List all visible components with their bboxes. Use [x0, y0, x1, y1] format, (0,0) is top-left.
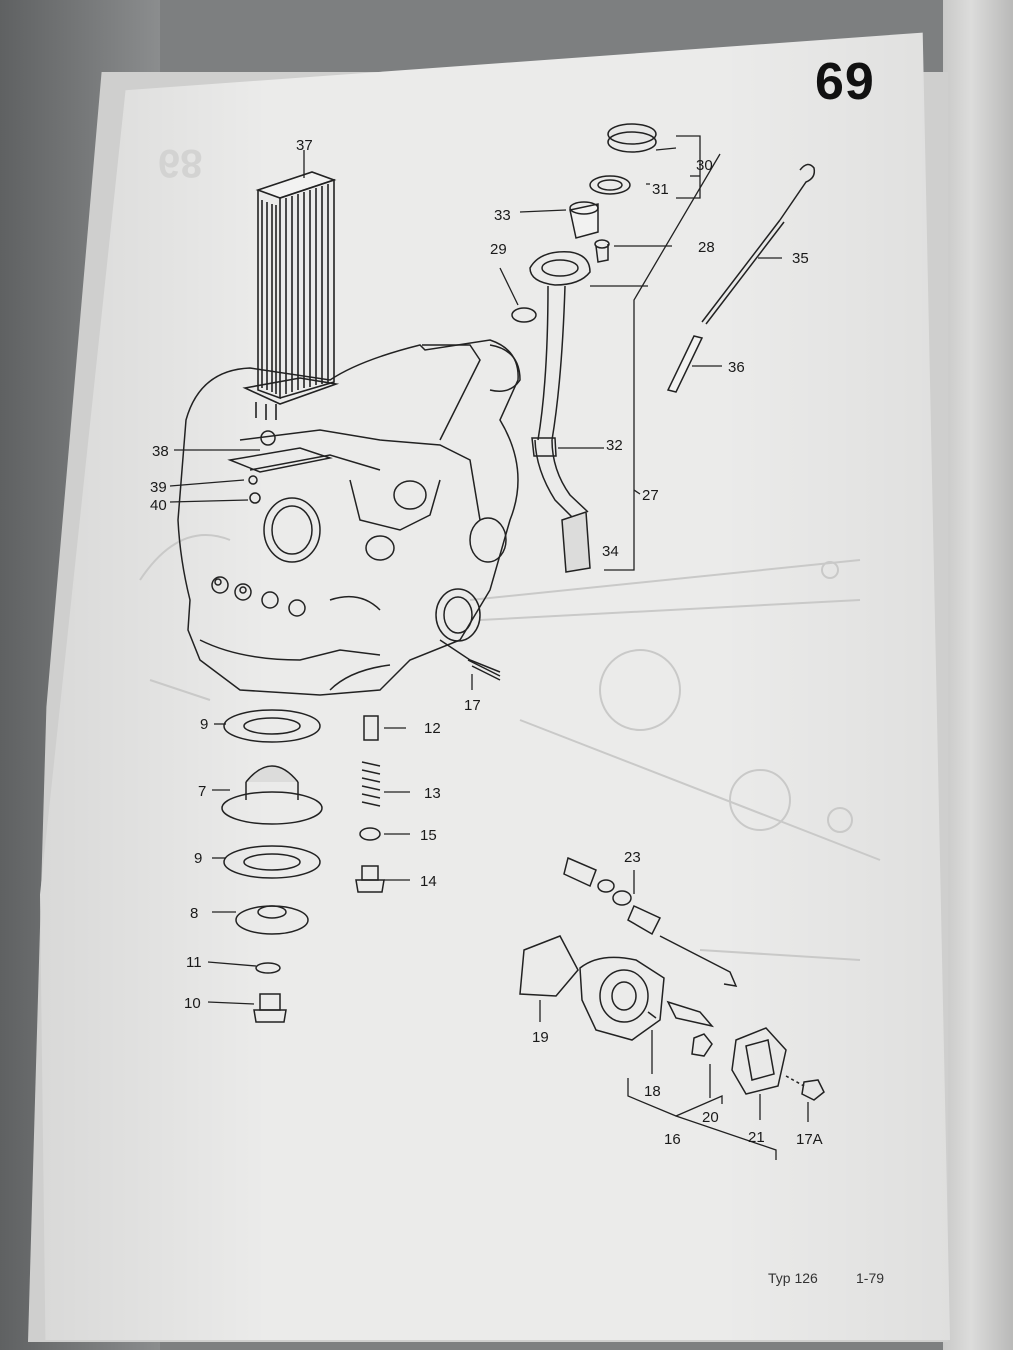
engine-crankcase — [177, 339, 521, 696]
callout-9-top: 9 — [200, 716, 208, 733]
callout-33: 33 — [494, 207, 511, 224]
callout-35: 35 — [792, 250, 809, 267]
callout-29: 29 — [490, 241, 507, 258]
show-through-drawing — [139, 534, 881, 961]
callout-31: 31 — [652, 181, 669, 198]
relief-valve-parts — [355, 715, 385, 893]
catalog-page — [40, 32, 950, 1340]
callout-14: 14 — [420, 873, 437, 890]
callout-15: 15 — [420, 827, 437, 844]
callout-28: 28 — [698, 239, 715, 256]
callout-19: 19 — [532, 1029, 549, 1046]
callout-11: 11 — [186, 954, 202, 971]
dipstick-part-35 — [701, 163, 816, 325]
oil-pump-assembly — [519, 856, 825, 1101]
callout-32: 32 — [606, 437, 623, 454]
callout-21: 21 — [748, 1129, 765, 1146]
footer-edition: 1-79 — [856, 1270, 885, 1286]
background-right-page-edge — [943, 0, 1013, 1350]
callout-12: 12 — [424, 720, 441, 737]
callout-40: 40 — [150, 497, 167, 514]
oil-filler-assembly — [511, 123, 657, 573]
callout-39: 39 — [150, 479, 167, 496]
callout-10: 10 — [184, 995, 201, 1012]
footer-model: Typ 126 — [768, 1270, 818, 1286]
callout-38: 38 — [152, 443, 169, 460]
callout-34: 34 — [602, 543, 619, 560]
callout-27: 27 — [642, 487, 659, 504]
callout-13: 13 — [424, 785, 441, 802]
callout-18: 18 — [644, 1083, 661, 1100]
callout-17: 17 — [464, 697, 481, 714]
callout-9-bottom: 9 — [194, 850, 202, 867]
callout-37: 37 — [296, 137, 313, 154]
callout-20: 20 — [702, 1109, 719, 1126]
callout-17a: 17A — [796, 1131, 823, 1148]
leader-lines — [169, 135, 809, 1160]
callout-8: 8 — [190, 905, 198, 922]
callout-30: 30 — [696, 157, 713, 174]
tube-part-36 — [666, 335, 704, 393]
page-number: 69 — [815, 53, 875, 111]
callout-23: 23 — [624, 849, 641, 866]
callout-16: 16 — [664, 1131, 681, 1148]
callout-labels: 37 30 31 33 28 29 35 36 32 27 34 38 39 4… — [150, 137, 823, 1148]
strainer-parts — [221, 709, 323, 1023]
callout-7: 7 — [198, 783, 206, 800]
oil-cooler-part-37 — [242, 171, 340, 420]
callout-36: 36 — [728, 359, 745, 376]
